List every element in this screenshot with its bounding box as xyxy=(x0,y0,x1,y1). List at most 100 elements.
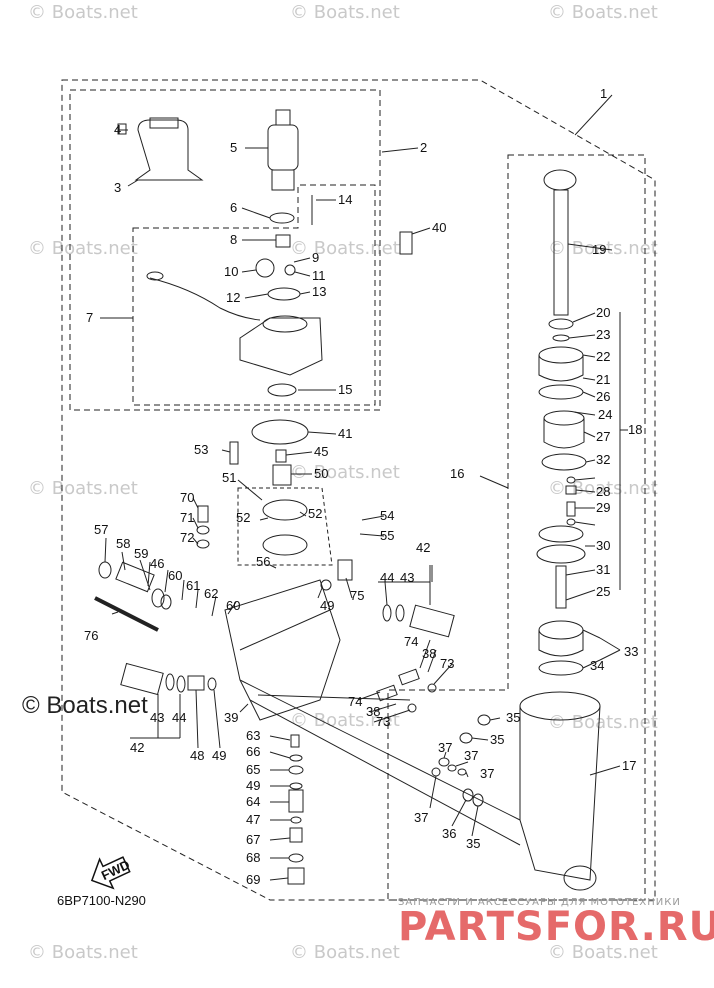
watermark: © Boats.net xyxy=(548,712,658,733)
callout-63: 63 xyxy=(246,728,260,743)
callout-42b: 42 xyxy=(130,740,144,755)
callout-56: 56 xyxy=(256,554,270,569)
part-3-shape xyxy=(134,119,204,181)
part-10-shape xyxy=(255,258,275,278)
diagram-code: 6BP7100-N290 xyxy=(57,893,146,908)
part-75-shape xyxy=(337,559,353,581)
callout-44: 44 xyxy=(380,570,394,585)
part-74-upper xyxy=(398,668,420,686)
callout-76: 76 xyxy=(84,628,98,643)
part-37-c xyxy=(457,768,467,776)
callout-52: 52 xyxy=(236,510,250,525)
part-25-shape xyxy=(555,565,567,609)
part-27-body xyxy=(543,418,585,449)
callout-71: 71 xyxy=(180,510,194,525)
part-3-cap xyxy=(149,117,179,129)
callout-70: 70 xyxy=(180,490,194,505)
part-30-upper xyxy=(538,525,584,543)
part-65-shape xyxy=(288,765,304,775)
callout-40: 40 xyxy=(432,220,446,235)
part-66-shape xyxy=(289,754,303,762)
callout-50: 50 xyxy=(314,466,328,481)
callout-labels: 1 2 3 4 5 6 7 8 9 10 11 12 13 14 15 16 1… xyxy=(84,86,642,887)
callout-28: 28 xyxy=(596,484,610,499)
callout-27: 27 xyxy=(596,429,610,444)
part-73-upper xyxy=(427,683,437,693)
part-49-left xyxy=(207,677,217,691)
callout-51: 51 xyxy=(222,470,236,485)
part-63-shape xyxy=(290,734,300,748)
part-7-wire xyxy=(149,277,261,321)
part-67-shape xyxy=(289,827,303,843)
part-53-shape xyxy=(229,441,239,465)
part-73-lower xyxy=(407,703,417,713)
part-64-shape xyxy=(288,789,304,813)
part-50-shape xyxy=(272,464,292,486)
callout-16: 16 xyxy=(450,466,464,481)
part-37-b xyxy=(447,764,457,772)
callout-37c: 37 xyxy=(480,766,494,781)
callout-52b: 52 xyxy=(308,506,322,521)
part-49-right xyxy=(320,579,332,591)
part-58-shape xyxy=(115,561,155,593)
callout-35b: 35 xyxy=(490,732,504,747)
part-8-shape xyxy=(275,234,291,248)
brand-name: PARTSFOR.RU xyxy=(398,904,714,950)
part-43-shape xyxy=(382,604,392,622)
brand-watermark: ЗАПЧАСТИ И АКСЕССУАРЫ ДЛЯ МОТОТЕХНИКИ PA… xyxy=(398,897,714,950)
part-28-shape xyxy=(565,485,577,495)
part-33-body xyxy=(538,630,584,657)
part-47-shape xyxy=(290,816,302,824)
callout-64: 64 xyxy=(246,794,260,809)
part-59-shape xyxy=(151,588,165,608)
callout-68: 68 xyxy=(246,850,260,865)
part-7-bore xyxy=(262,315,308,333)
part-26-c xyxy=(566,518,576,526)
callout-24: 24 xyxy=(598,407,612,422)
callout-44b: 44 xyxy=(172,710,186,725)
callout-8: 8 xyxy=(230,232,237,247)
callout-22: 22 xyxy=(596,349,610,364)
callout-47: 47 xyxy=(246,812,260,827)
part-23-shape xyxy=(552,334,570,342)
part-60-shape xyxy=(160,594,172,610)
callout-55: 55 xyxy=(380,528,394,543)
callout-69: 69 xyxy=(246,872,260,887)
part-43-left xyxy=(165,673,175,691)
fwd-label: FWD xyxy=(99,857,132,883)
part-26-b xyxy=(566,476,576,484)
callout-14: 14 xyxy=(338,192,352,207)
part-20-shape xyxy=(548,318,574,330)
part-15-shape xyxy=(267,383,297,397)
part-35-b xyxy=(459,732,473,744)
callout-66: 66 xyxy=(246,744,260,759)
part-17-eye xyxy=(563,865,597,891)
part-21-body xyxy=(538,355,584,382)
ram-group-outline xyxy=(387,154,646,901)
watermark: © Boats.net xyxy=(290,710,400,731)
callout-6: 6 xyxy=(230,200,237,215)
callout-49: 49 xyxy=(320,598,334,613)
callout-73b: 73 xyxy=(376,714,390,729)
part-5-shaft xyxy=(271,169,295,191)
callout-59: 59 xyxy=(134,546,148,561)
callout-72: 72 xyxy=(180,530,194,545)
callout-60: 60 xyxy=(168,568,182,583)
watermark: © Boats.net xyxy=(548,942,658,963)
callout-3: 3 xyxy=(114,180,121,195)
part-45-shape xyxy=(275,449,287,463)
part-44-shape xyxy=(395,604,405,622)
callout-46: 46 xyxy=(150,556,164,571)
callout-33: 33 xyxy=(624,644,638,659)
callout-20: 20 xyxy=(596,305,610,320)
part-37-d xyxy=(431,767,441,777)
callout-18: 18 xyxy=(628,422,642,437)
callout-41: 41 xyxy=(338,426,352,441)
callout-42: 42 xyxy=(416,540,430,555)
callout-67: 67 xyxy=(246,832,260,847)
callout-75: 75 xyxy=(350,588,364,603)
part-11-shape xyxy=(284,264,296,276)
part-72-shape xyxy=(196,539,210,549)
